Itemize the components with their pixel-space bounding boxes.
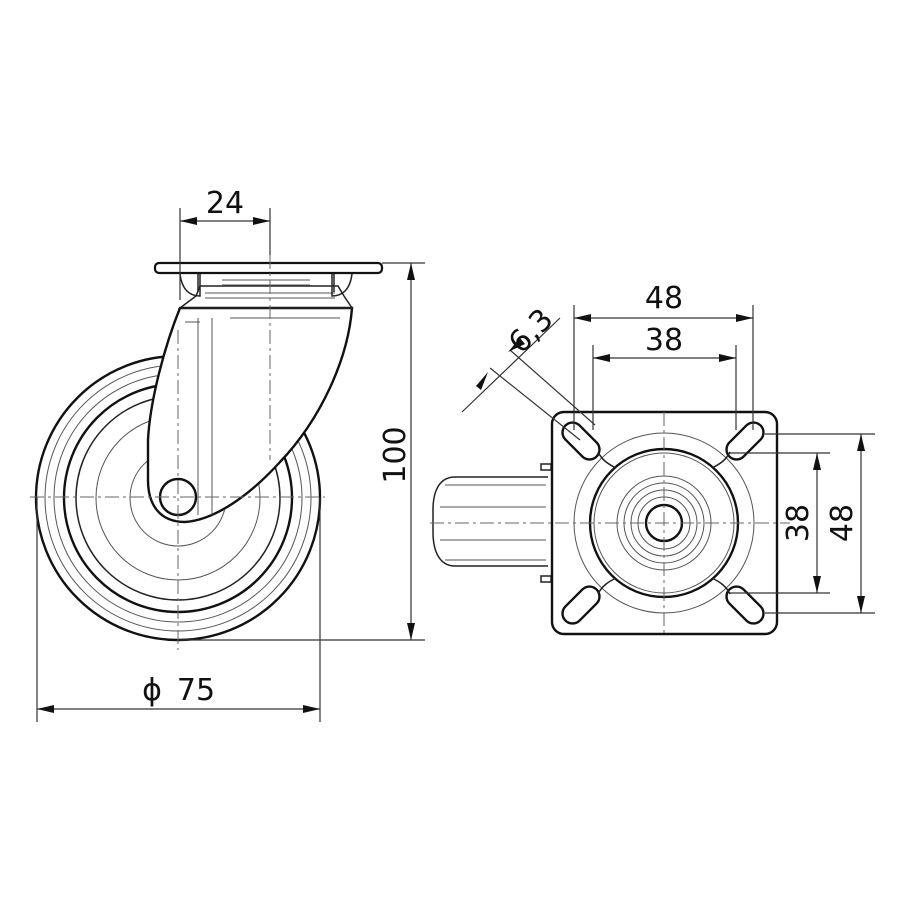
dimension-hole-spacing-x: 38: [592, 323, 737, 430]
side-view: 24 100 ϕ 75: [30, 186, 425, 722]
dimension-height: 100: [180, 262, 425, 641]
dim-label-slot-width: 6,3: [502, 302, 560, 360]
dim-label-height: 100: [378, 426, 413, 483]
dimension-plate-height: 48: [765, 433, 875, 614]
top-view: 48 38 6,3 38: [430, 281, 875, 636]
top-plate: [153, 261, 384, 275]
dimension-plate-width: 48: [573, 281, 754, 430]
stem: [432, 476, 548, 567]
dimension-wheel-diameter: ϕ 75: [36, 497, 321, 722]
dim-label-hole-spacing-x: 38: [645, 323, 683, 358]
dim-label-plate-width: 48: [645, 281, 683, 316]
dimension-offset: 24: [179, 186, 271, 300]
swivel-head: [177, 273, 354, 309]
dim-label-plate-height: 48: [825, 504, 860, 542]
diameter-symbol: ϕ: [142, 673, 162, 708]
dimension-hole-spacing-y: 38: [730, 452, 830, 594]
dim-label-wheel-diameter: 75: [177, 673, 215, 708]
dim-label-hole-spacing-y: 38: [781, 504, 816, 542]
dim-label-offset: 24: [206, 186, 244, 221]
fork: [146, 306, 354, 524]
